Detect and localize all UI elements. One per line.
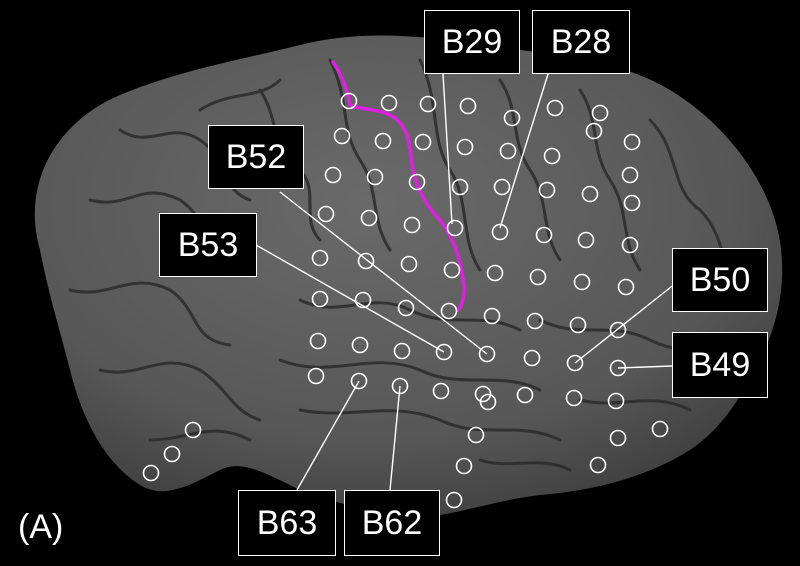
leader-b52: [279, 191, 488, 355]
electrode: [311, 290, 329, 308]
electrode-grid: [142, 92, 669, 509]
panel-label: (A): [18, 508, 64, 546]
electrode: [340, 92, 358, 110]
label-b29: B29: [424, 10, 520, 74]
electrode: [516, 386, 534, 404]
leader-b63: [296, 380, 360, 491]
electrode: [360, 209, 378, 227]
electrode: [445, 491, 463, 509]
electrode: [184, 421, 202, 439]
electrode: [526, 312, 544, 330]
electrode: [546, 99, 564, 117]
electrode: [565, 389, 583, 407]
electrode: [609, 321, 627, 339]
electrode: [397, 299, 415, 317]
electrode: [467, 426, 485, 444]
electrode: [621, 236, 639, 254]
electrode: [621, 166, 639, 184]
electrode: [577, 231, 595, 249]
electrode: [491, 223, 509, 241]
electrode: [317, 205, 335, 223]
label-b63: B63: [238, 490, 336, 556]
leader-lines: [255, 73, 677, 491]
electrode: [309, 332, 327, 350]
electrode: [435, 343, 453, 361]
electrode: [163, 445, 181, 463]
electrode: [591, 104, 609, 122]
label-b52: B52: [208, 125, 304, 189]
electrode: [581, 185, 599, 203]
electrode: [432, 382, 450, 400]
label-b49: B49: [672, 332, 768, 398]
electrode: [503, 109, 521, 127]
label-b28: B28: [532, 10, 630, 74]
electrode: [478, 345, 496, 363]
electrode: [617, 278, 635, 296]
electrode: [419, 95, 437, 113]
electrode: [535, 226, 553, 244]
electrode: [589, 456, 607, 474]
electrode: [333, 127, 351, 145]
electrode: [403, 216, 421, 234]
electrode: [440, 302, 458, 320]
leader-b28: [499, 73, 549, 229]
electrode: [443, 261, 461, 279]
electrode: [400, 255, 418, 273]
electrode: [529, 268, 547, 286]
electrode: [414, 133, 432, 151]
leader-b49: [617, 365, 673, 369]
electrode: [483, 307, 501, 325]
electrode: [493, 178, 511, 196]
electrode: [479, 393, 497, 411]
electrode: [380, 94, 398, 112]
leader-b29: [442, 73, 453, 225]
electrode: [543, 147, 561, 165]
central-sulcus-line: [331, 60, 466, 312]
electrode: [538, 181, 556, 199]
electrode: [357, 252, 375, 270]
electrode: [324, 166, 342, 184]
leader-b62: [389, 385, 401, 491]
leader-b53: [255, 244, 445, 353]
electrode: [451, 178, 469, 196]
label-b50: B50: [672, 248, 768, 312]
electrode: [374, 132, 392, 150]
electrode: [573, 273, 591, 291]
brain-surface: [34, 35, 783, 516]
electrode: [350, 372, 368, 390]
electrode: [455, 457, 473, 475]
electrode: [566, 354, 584, 372]
electrode: [474, 385, 492, 403]
leader-b50: [574, 282, 677, 364]
electrode: [366, 168, 384, 186]
label-b53: B53: [159, 213, 257, 277]
electrode: [459, 97, 477, 115]
electrode: [351, 336, 369, 354]
electrode: [569, 316, 587, 334]
electrode: [393, 342, 411, 360]
electrode: [311, 249, 329, 267]
electrode: [391, 377, 409, 395]
label-b62: B62: [344, 490, 440, 556]
electrode: [651, 420, 669, 438]
electrode: [585, 122, 603, 140]
electrode: [456, 138, 474, 156]
electrode: [408, 173, 426, 191]
electrode: [354, 291, 372, 309]
electrode: [486, 264, 504, 282]
electrode: [499, 142, 517, 160]
electrode: [623, 194, 641, 212]
electrode: [623, 133, 641, 151]
electrode: [523, 349, 541, 367]
electrode: [307, 367, 325, 385]
electrode: [609, 429, 627, 447]
electrode: [607, 392, 625, 410]
electrode: [446, 219, 464, 237]
electrode: [142, 464, 160, 482]
